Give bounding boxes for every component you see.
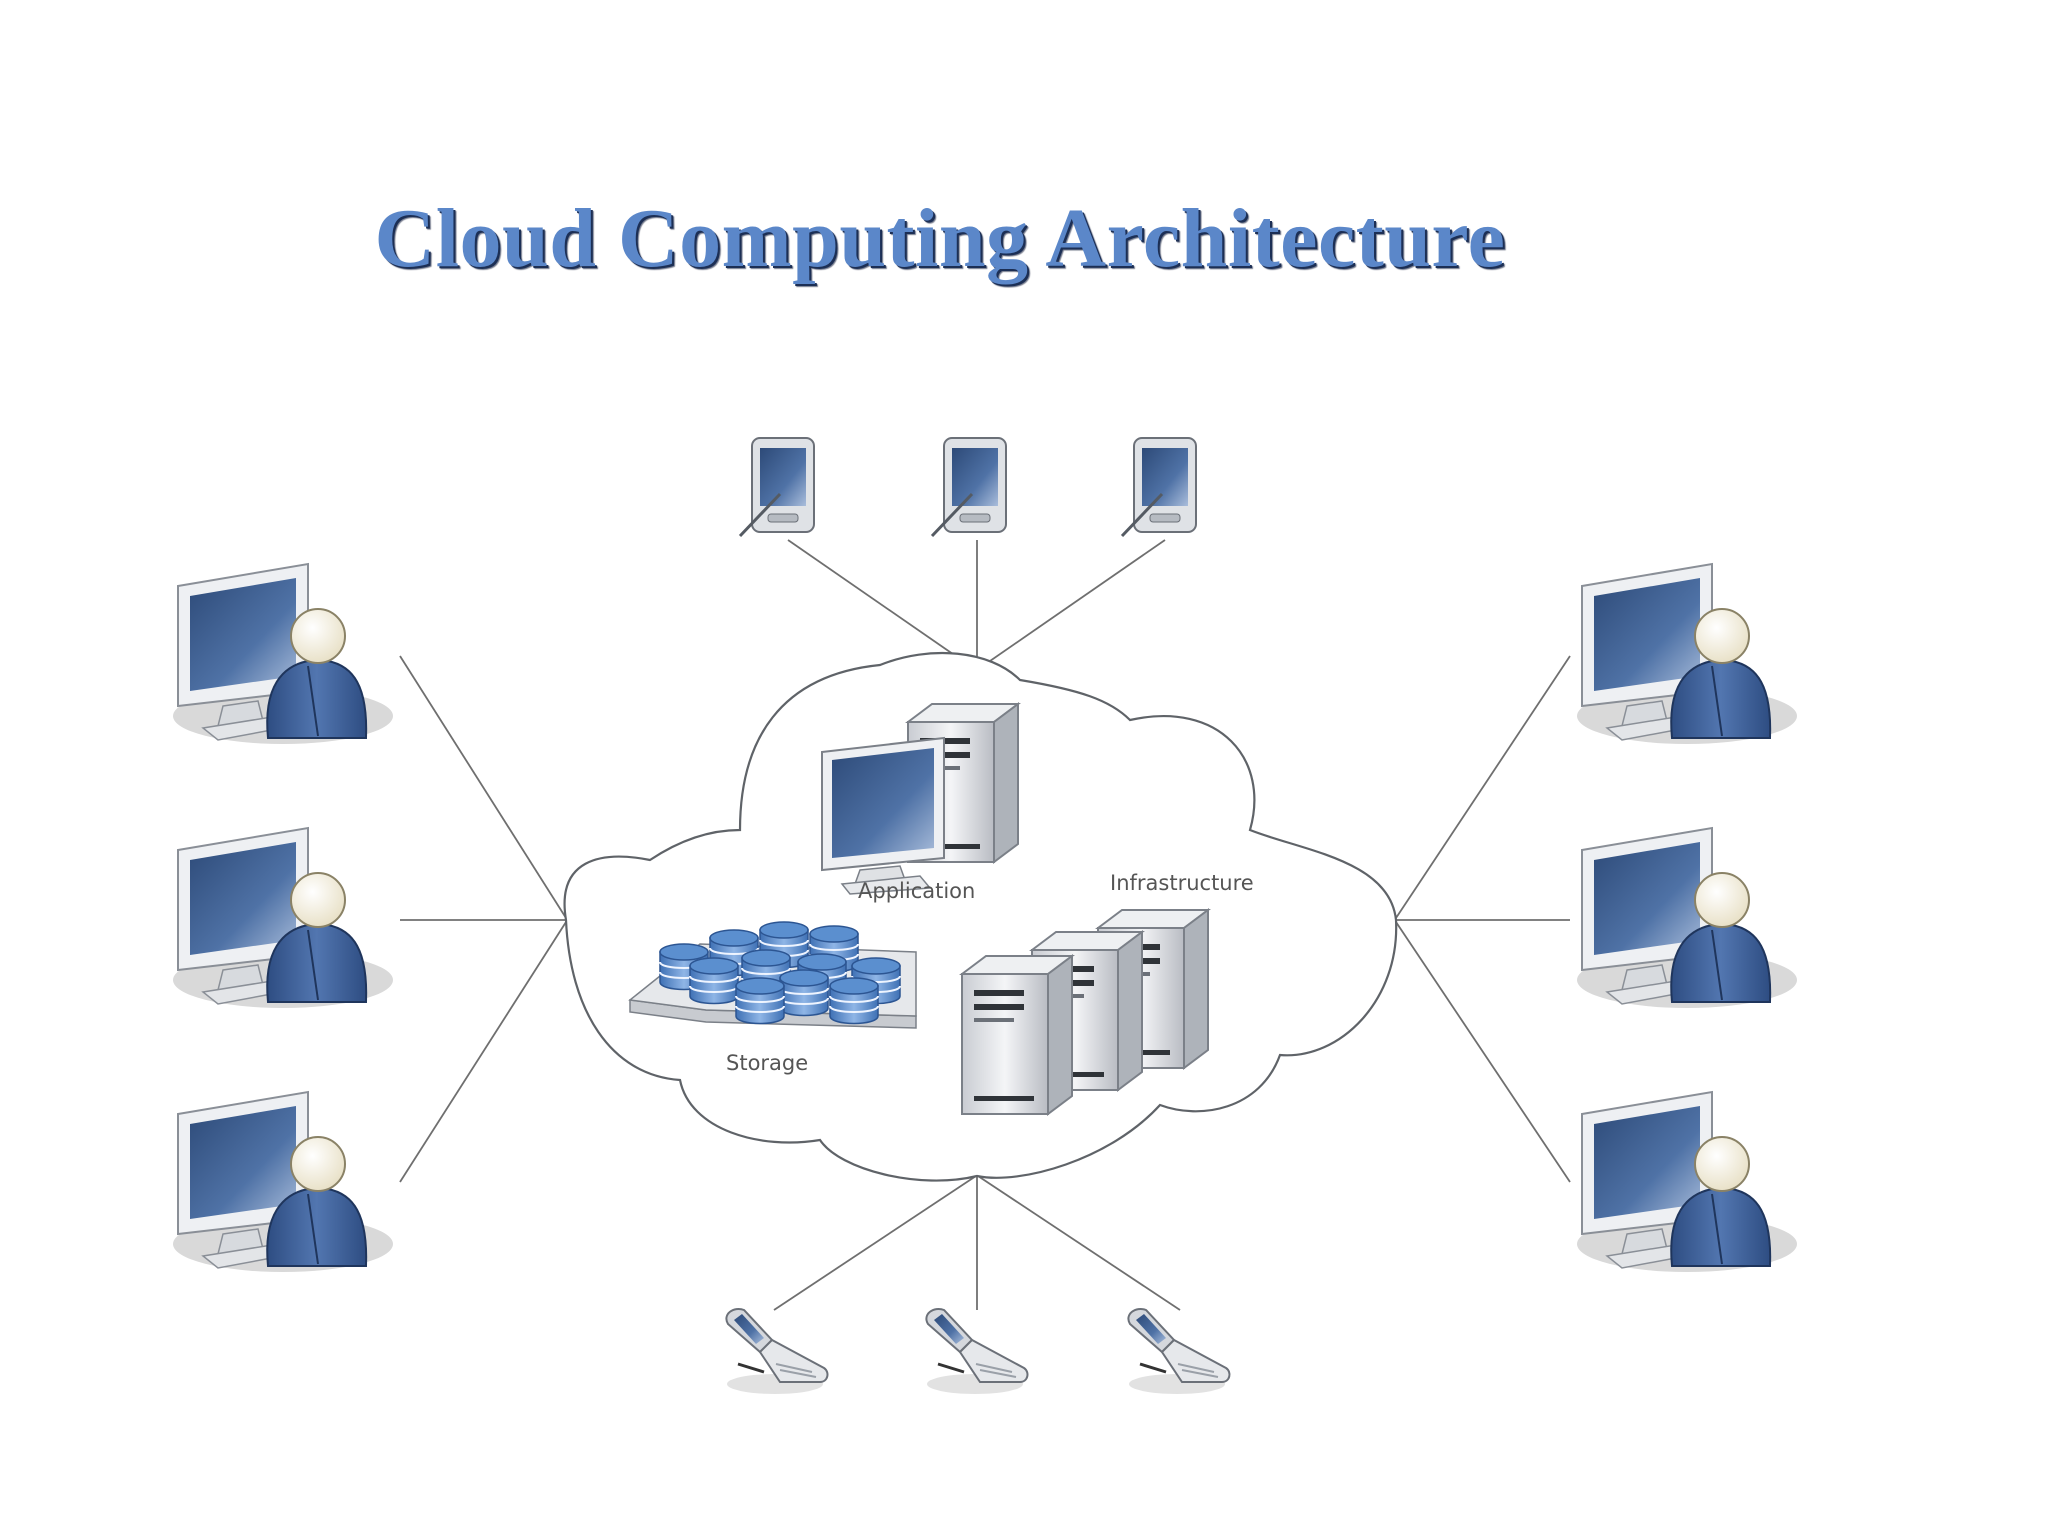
link-right-1: [1395, 655, 1571, 919]
pda-device-icon: [738, 436, 816, 538]
link-right-3: [1395, 921, 1571, 1183]
link-phone-3: [977, 1175, 1181, 1311]
link-phone-1: [773, 1175, 977, 1311]
user-workstation-icon: [172, 827, 394, 1009]
pda-device-icon: [930, 436, 1008, 538]
pda-device-icon: [1120, 436, 1198, 538]
mobile-phone-icon: [724, 1307, 829, 1396]
storage-array-icon: [628, 921, 917, 1029]
user-workstation-icon: [172, 1091, 394, 1273]
application-server-icon: [821, 703, 1019, 895]
link-pda-1: [787, 539, 977, 671]
link-left-3: [399, 921, 567, 1183]
user-workstation-icon: [172, 563, 394, 745]
link-pda-3: [976, 539, 1166, 671]
infrastructure-label: Infrastructure: [1110, 871, 1254, 895]
mobile-phone-icon: [1126, 1307, 1231, 1396]
page-title: Cloud Computing Architecture: [374, 192, 1506, 285]
connection-lines: [399, 539, 1571, 1311]
mobile-phone-icon: [924, 1307, 1029, 1396]
user-workstation-icon: [1576, 1091, 1798, 1273]
user-workstation-icon: [1576, 827, 1798, 1009]
user-workstation-icon: [1576, 563, 1798, 745]
link-left-1: [399, 655, 567, 919]
application-label: Application: [858, 879, 975, 903]
storage-label: Storage: [726, 1051, 808, 1075]
